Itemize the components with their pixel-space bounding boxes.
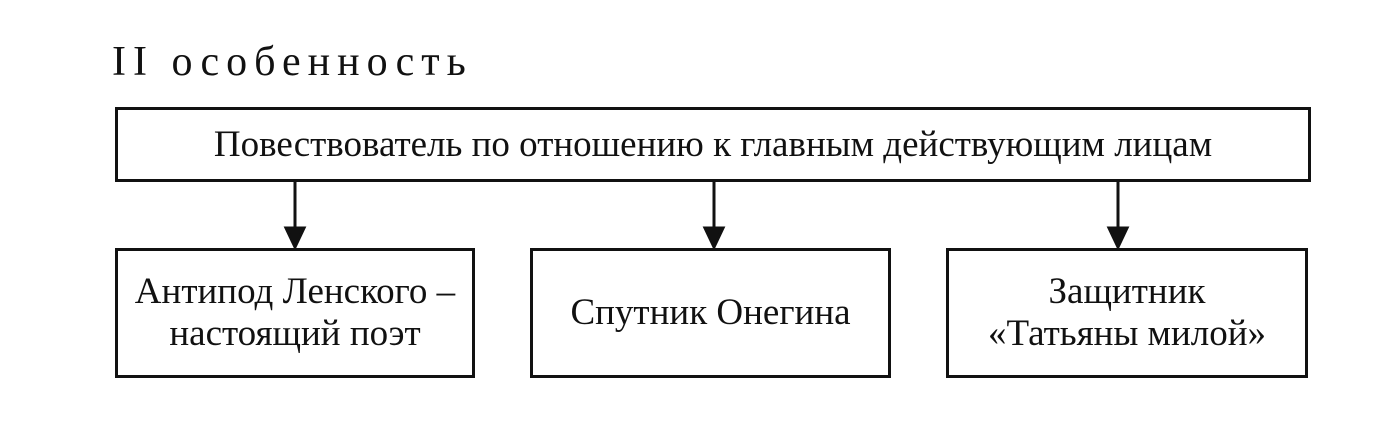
arrow-2-head bbox=[702, 226, 726, 251]
section-heading: II особенность bbox=[112, 39, 473, 85]
child-1-line-2: настоящий поэт bbox=[169, 313, 421, 354]
child-box-tatyana-defender: Защитник «Татьяны милой» bbox=[946, 248, 1308, 378]
child-box-onegin-companion: Спутник Онегина bbox=[530, 248, 891, 378]
child-2-line-1: Спутник Онегина bbox=[570, 292, 851, 333]
child-3-line-2: «Татьяны милой» bbox=[987, 313, 1267, 354]
arrow-3-head bbox=[1106, 226, 1130, 251]
child-1-line-1: Антипод Ленского – bbox=[134, 271, 456, 312]
child-3-line-1: Защитник bbox=[1048, 271, 1206, 312]
root-label: Повествователь по отношению к главным де… bbox=[213, 123, 1213, 165]
narrator-root-box: Повествователь по отношению к главным де… bbox=[115, 107, 1311, 182]
child-box-lensky-antipode: Антипод Ленского – настоящий поэт bbox=[115, 248, 475, 378]
arrow-1-head bbox=[283, 226, 307, 251]
